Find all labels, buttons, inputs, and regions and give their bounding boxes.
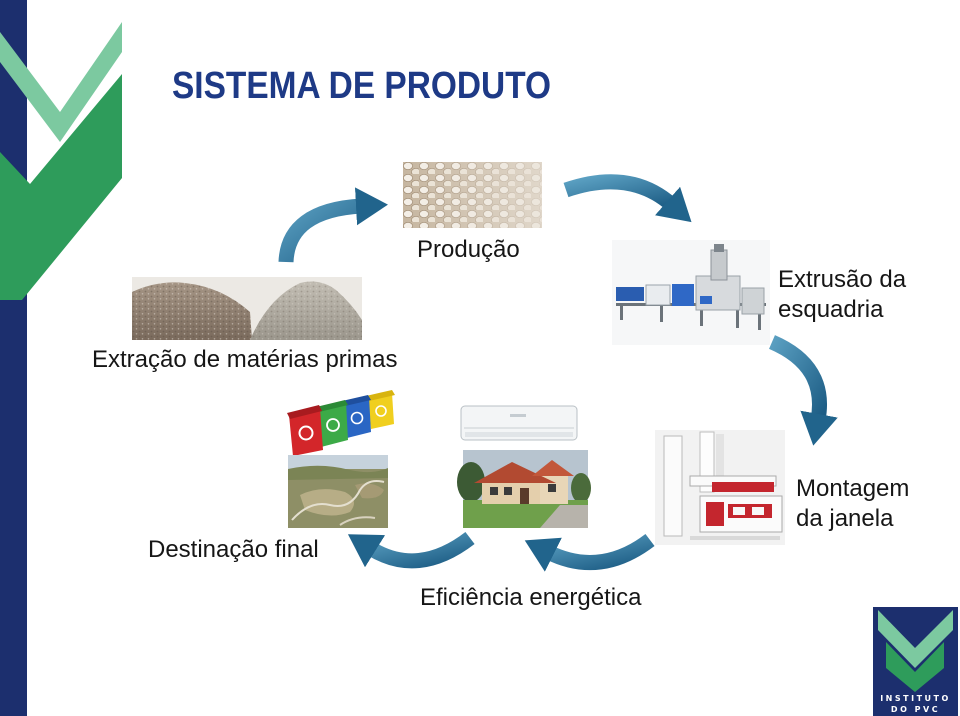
house-photo bbox=[457, 450, 591, 528]
light-green-chevron bbox=[0, 22, 122, 142]
window-frame-profile-photo bbox=[655, 430, 785, 545]
stage-label-extracao: Extração de matérias primas bbox=[92, 346, 398, 373]
stage-label-eficiencia: Eficiência energética bbox=[420, 584, 642, 611]
slide-title: SISTEMA DE PRODUTO bbox=[172, 65, 552, 107]
navy-side-bar bbox=[0, 0, 27, 716]
stage-label-extrusao-line2: esquadria bbox=[778, 296, 884, 323]
cycle-arrow-montagem-to-eficiencia bbox=[524, 533, 655, 572]
cycle-arrow-producao-to-extrusao bbox=[563, 174, 692, 223]
landfill-photo bbox=[288, 455, 388, 528]
dark-green-chevron bbox=[0, 74, 122, 300]
stage-label-montagem-line2: da janela bbox=[796, 505, 894, 532]
plastic-pellets-photo bbox=[403, 162, 542, 228]
stage-label-extrusao-line1: Extrusão da bbox=[778, 266, 907, 293]
stage-label-destinacao: Destinação final bbox=[148, 536, 319, 563]
logo-text-line1: INSTITUTO bbox=[880, 694, 951, 703]
left-brand-decoration bbox=[0, 0, 122, 716]
recycling-bins-photo bbox=[287, 390, 395, 456]
air-conditioner-photo bbox=[460, 405, 578, 441]
cycle-arrow-eficiencia-to-destinacao bbox=[347, 531, 475, 569]
stage-label-montagem-line1: Montagem bbox=[796, 475, 910, 502]
cycle-arrow-extrusao-to-montagem bbox=[768, 335, 838, 446]
cycle-arrow-extracao-to-producao bbox=[278, 187, 388, 263]
stage-label-producao: Produção bbox=[417, 236, 520, 263]
logo-text-line2: DO PVC bbox=[890, 705, 941, 714]
extrusion-machine-photo bbox=[612, 240, 770, 345]
raw-material-piles-photo bbox=[132, 277, 362, 340]
